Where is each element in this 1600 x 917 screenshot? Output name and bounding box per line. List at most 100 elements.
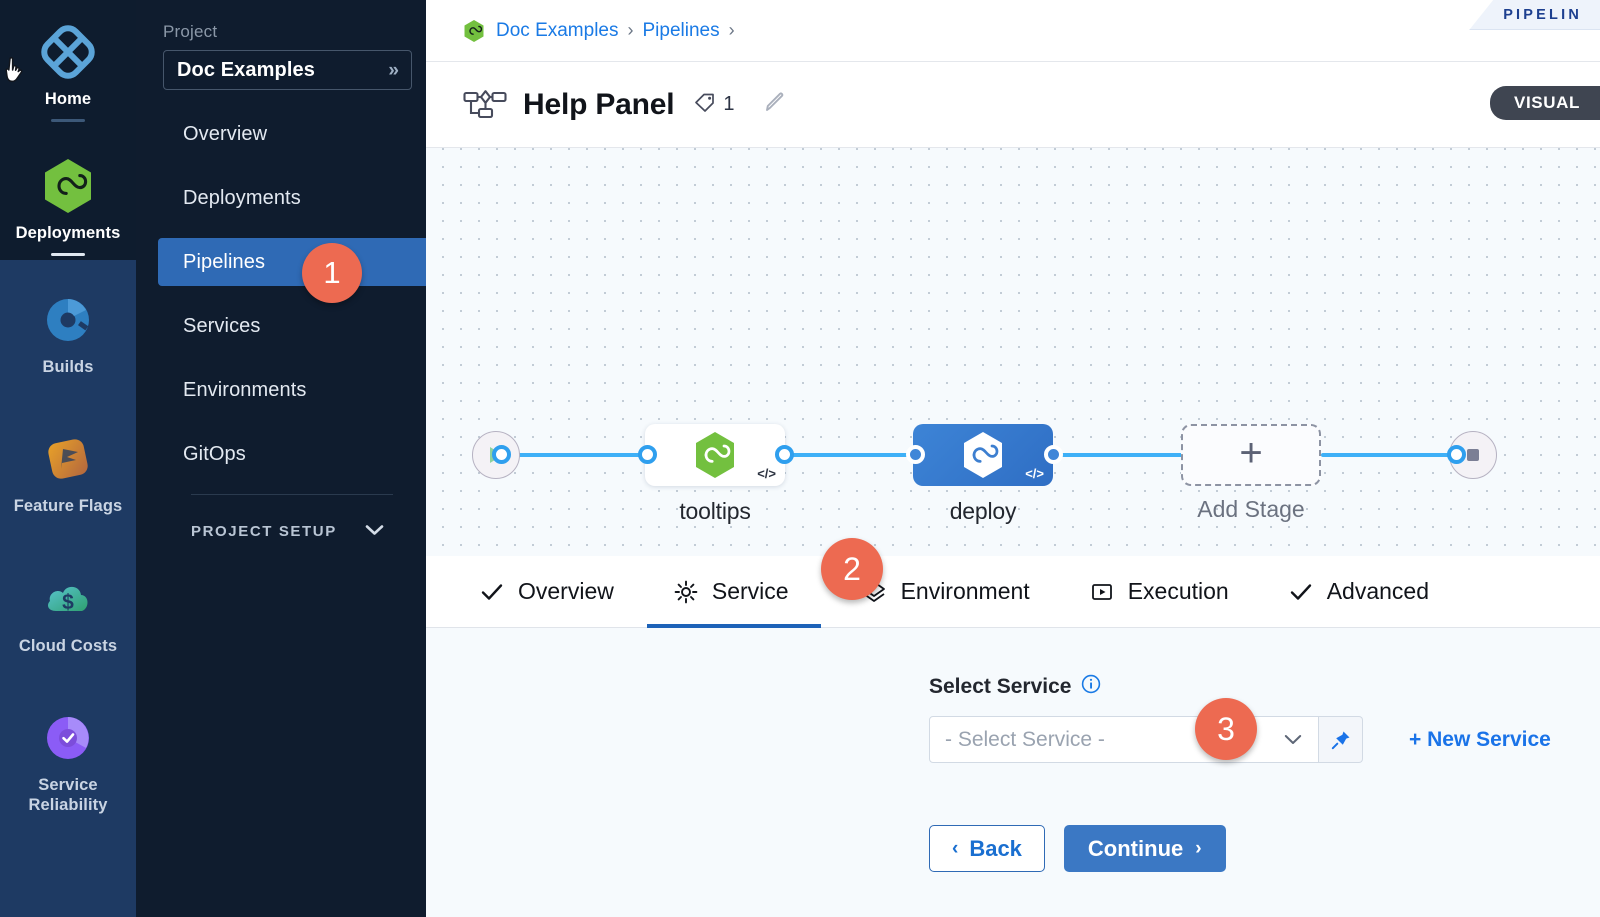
sidebar-item-label: GitOps bbox=[183, 442, 246, 465]
stop-square-icon bbox=[1467, 449, 1479, 461]
rail-item-deployments[interactable]: Deployments bbox=[0, 148, 136, 260]
sidebar-item-label: Services bbox=[183, 314, 261, 337]
home-diamond-icon bbox=[40, 24, 96, 80]
info-icon[interactable] bbox=[1081, 674, 1101, 700]
mouse-cursor-pointer-icon bbox=[2, 56, 28, 86]
rail-item-feature-flags[interactable]: Feature Flags bbox=[0, 421, 136, 520]
cloud-costs-icon: $ bbox=[40, 571, 96, 627]
service-form: Select Service - Select Service - bbox=[426, 628, 1600, 917]
project-selector-value: Doc Examples bbox=[177, 58, 315, 81]
feature-flags-icon bbox=[40, 431, 96, 487]
tab-label: Overview bbox=[518, 578, 614, 604]
project-setup-section[interactable]: PROJECT SETUP bbox=[136, 521, 426, 541]
sidebar-item-deployments[interactable]: Deployments bbox=[136, 174, 426, 222]
check-icon bbox=[1289, 582, 1313, 602]
callout-badge-2: 2 bbox=[821, 538, 883, 600]
breadcrumb-link-pipelines[interactable]: Pipelines bbox=[642, 19, 720, 41]
module-rail: Home Deployments bbox=[0, 0, 136, 917]
back-button[interactable]: ‹ Back bbox=[929, 825, 1045, 872]
pipeline-diagram-icon bbox=[463, 88, 507, 122]
project-selector[interactable]: Doc Examples » bbox=[163, 50, 412, 90]
main-content: Doc Examples › Pipelines › PIPELIN bbox=[426, 0, 1600, 917]
rail-item-cloud-costs[interactable]: $ Cloud Costs bbox=[0, 561, 136, 660]
code-badge[interactable]: </> bbox=[757, 466, 776, 481]
sidebar-item-gitops[interactable]: GitOps bbox=[136, 430, 426, 478]
pipeline-canvas[interactable]: </> tooltips </> deploy bbox=[426, 148, 1600, 556]
play-box-icon bbox=[1090, 580, 1114, 604]
port-start-out[interactable] bbox=[492, 445, 511, 464]
sidebar-divider bbox=[191, 494, 393, 495]
select-service-input[interactable]: - Select Service - bbox=[929, 716, 1319, 763]
page-title: Help Panel bbox=[523, 87, 675, 121]
edge-add-to-end bbox=[1321, 453, 1471, 457]
new-service-link[interactable]: + New Service bbox=[1409, 727, 1551, 751]
rail-item-builds[interactable]: Builds bbox=[0, 282, 136, 381]
continue-button[interactable]: Continue › bbox=[1063, 825, 1226, 872]
sidebar-item-environments[interactable]: Environments bbox=[136, 366, 426, 414]
pipeline-corner-tab[interactable]: PIPELIN bbox=[1469, 0, 1600, 30]
callout-badge-1: 1 bbox=[302, 243, 362, 303]
stage-tabs: Overview Service bbox=[426, 556, 1600, 628]
back-button-label: Back bbox=[969, 835, 1022, 861]
sidebar-item-pipelines[interactable]: Pipelines bbox=[158, 238, 426, 286]
rail-item-service-reliability[interactable]: Service Reliability bbox=[0, 700, 136, 819]
project-sidebar: Project Doc Examples » Overview Deployme… bbox=[136, 0, 426, 917]
rail-item-underline bbox=[51, 119, 85, 123]
pipeline-graph: </> tooltips </> deploy bbox=[426, 148, 1600, 556]
breadcrumb-separator: › bbox=[627, 20, 634, 40]
tab-service[interactable]: Service bbox=[646, 556, 821, 628]
sidebar-item-label: Deployments bbox=[183, 186, 301, 209]
stage-label-tooltips: tooltips bbox=[679, 498, 751, 524]
add-stage-button[interactable]: + bbox=[1181, 424, 1321, 486]
project-hexagon-icon bbox=[463, 19, 485, 43]
module-rail-top-group: Home Deployments bbox=[0, 0, 136, 261]
project-section-label: Project bbox=[163, 22, 218, 41]
service-hexagon-icon bbox=[696, 432, 734, 478]
stage-node-tooltips[interactable]: </> bbox=[645, 424, 785, 486]
edge-start-to-tooltips bbox=[496, 453, 656, 457]
visual-mode-badge[interactable]: VISUAL bbox=[1490, 86, 1600, 120]
select-service-placeholder: - Select Service - bbox=[945, 727, 1105, 751]
tab-advanced[interactable]: Advanced bbox=[1289, 556, 1429, 628]
tab-overview[interactable]: Overview bbox=[480, 556, 614, 628]
sidebar-item-overview[interactable]: Overview bbox=[136, 110, 426, 158]
port-deploy-in[interactable] bbox=[906, 445, 925, 464]
tag-count: 1 bbox=[723, 93, 735, 115]
builds-icon bbox=[40, 292, 96, 348]
pin-button[interactable] bbox=[1319, 716, 1363, 763]
edit-pencil-icon[interactable] bbox=[762, 89, 788, 120]
chevron-right-icon: › bbox=[1195, 837, 1202, 859]
stage-node-deploy[interactable]: </> bbox=[913, 424, 1053, 486]
chevron-down-icon bbox=[365, 521, 384, 541]
sidebar-item-label: Pipelines bbox=[183, 250, 266, 273]
sidebar-item-services[interactable]: Services bbox=[136, 302, 426, 350]
gear-icon bbox=[674, 580, 698, 604]
chevron-down-icon bbox=[1284, 730, 1302, 750]
tag-badge[interactable]: 1 bbox=[692, 89, 735, 120]
sidebar-item-label: Environments bbox=[183, 378, 307, 401]
tab-label: Service bbox=[711, 578, 789, 604]
service-reliability-icon bbox=[40, 710, 96, 766]
rail-item-label: Cloud Costs bbox=[18, 636, 118, 655]
port-tooltips-out[interactable] bbox=[775, 445, 794, 464]
tag-icon bbox=[692, 89, 718, 120]
breadcrumb-link-project[interactable]: Doc Examples bbox=[496, 19, 619, 41]
rail-item-label: Feature Flags bbox=[13, 497, 123, 516]
project-setup-label: PROJECT SETUP bbox=[191, 522, 337, 540]
code-badge[interactable]: </> bbox=[1025, 466, 1044, 481]
port-tooltips-in[interactable] bbox=[638, 445, 657, 464]
tab-label: Advanced bbox=[1326, 578, 1430, 604]
rail-item-label: Builds bbox=[42, 358, 94, 377]
port-deploy-out[interactable] bbox=[1044, 445, 1063, 464]
stage-label-deploy: deploy bbox=[949, 498, 1017, 524]
breadcrumb: Doc Examples › Pipelines › bbox=[426, 0, 1600, 62]
tab-label: Execution bbox=[1127, 578, 1229, 604]
select-service-label-row: Select Service bbox=[929, 674, 1600, 700]
rail-item-home[interactable]: Home bbox=[0, 14, 136, 126]
edge-deploy-to-add bbox=[1056, 453, 1256, 457]
tab-execution[interactable]: Execution bbox=[1090, 556, 1229, 628]
sidebar-item-label: Overview bbox=[183, 122, 268, 145]
tab-label: Environment bbox=[900, 578, 1030, 604]
port-end-in[interactable] bbox=[1447, 445, 1466, 464]
tab-environment[interactable]: Environment bbox=[861, 556, 1030, 628]
